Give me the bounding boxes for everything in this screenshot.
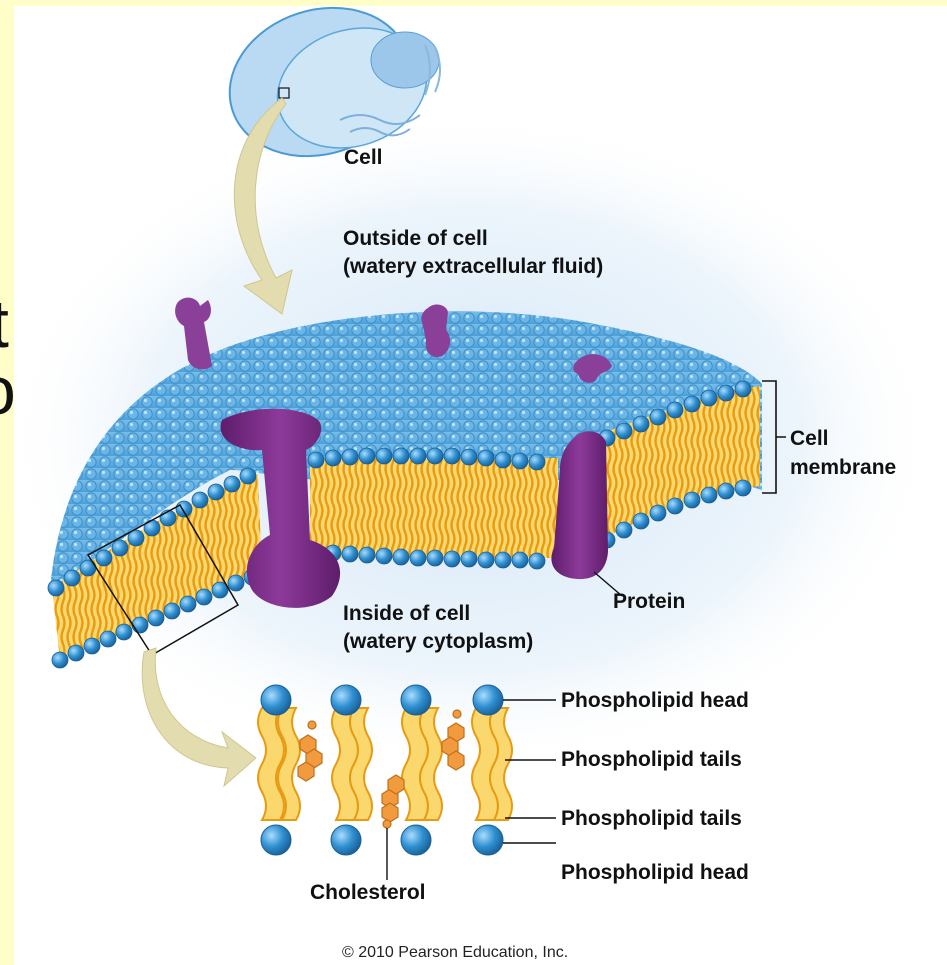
label-inside-line2: (watery cytoplasm) bbox=[343, 629, 533, 654]
label-cell-membrane-line1: Cell bbox=[790, 426, 829, 451]
label-cell: Cell bbox=[344, 145, 383, 170]
label-phospholipid-tails-top: Phospholipid tails bbox=[561, 747, 742, 772]
label-cholesterol: Cholesterol bbox=[310, 880, 426, 905]
label-cell-membrane-line2: membrane bbox=[790, 455, 896, 480]
partial-slide-text-2: o bbox=[0, 357, 16, 425]
copyright-notice: © 2010 Pearson Education, Inc. bbox=[342, 944, 568, 962]
label-phospholipid-tails-bottom: Phospholipid tails bbox=[561, 806, 742, 831]
label-inside-line1: Inside of cell bbox=[343, 601, 470, 626]
label-phospholipid-head-bottom: Phospholipid head bbox=[561, 860, 749, 885]
label-protein: Protein bbox=[613, 589, 685, 614]
label-outside-line2: (watery extracellular fluid) bbox=[343, 254, 603, 279]
bilayer-middle bbox=[310, 458, 558, 558]
partial-slide-text-1: t bbox=[0, 290, 9, 358]
label-phospholipid-head-top: Phospholipid head bbox=[561, 688, 749, 713]
label-outside-line1: Outside of cell bbox=[343, 226, 488, 251]
